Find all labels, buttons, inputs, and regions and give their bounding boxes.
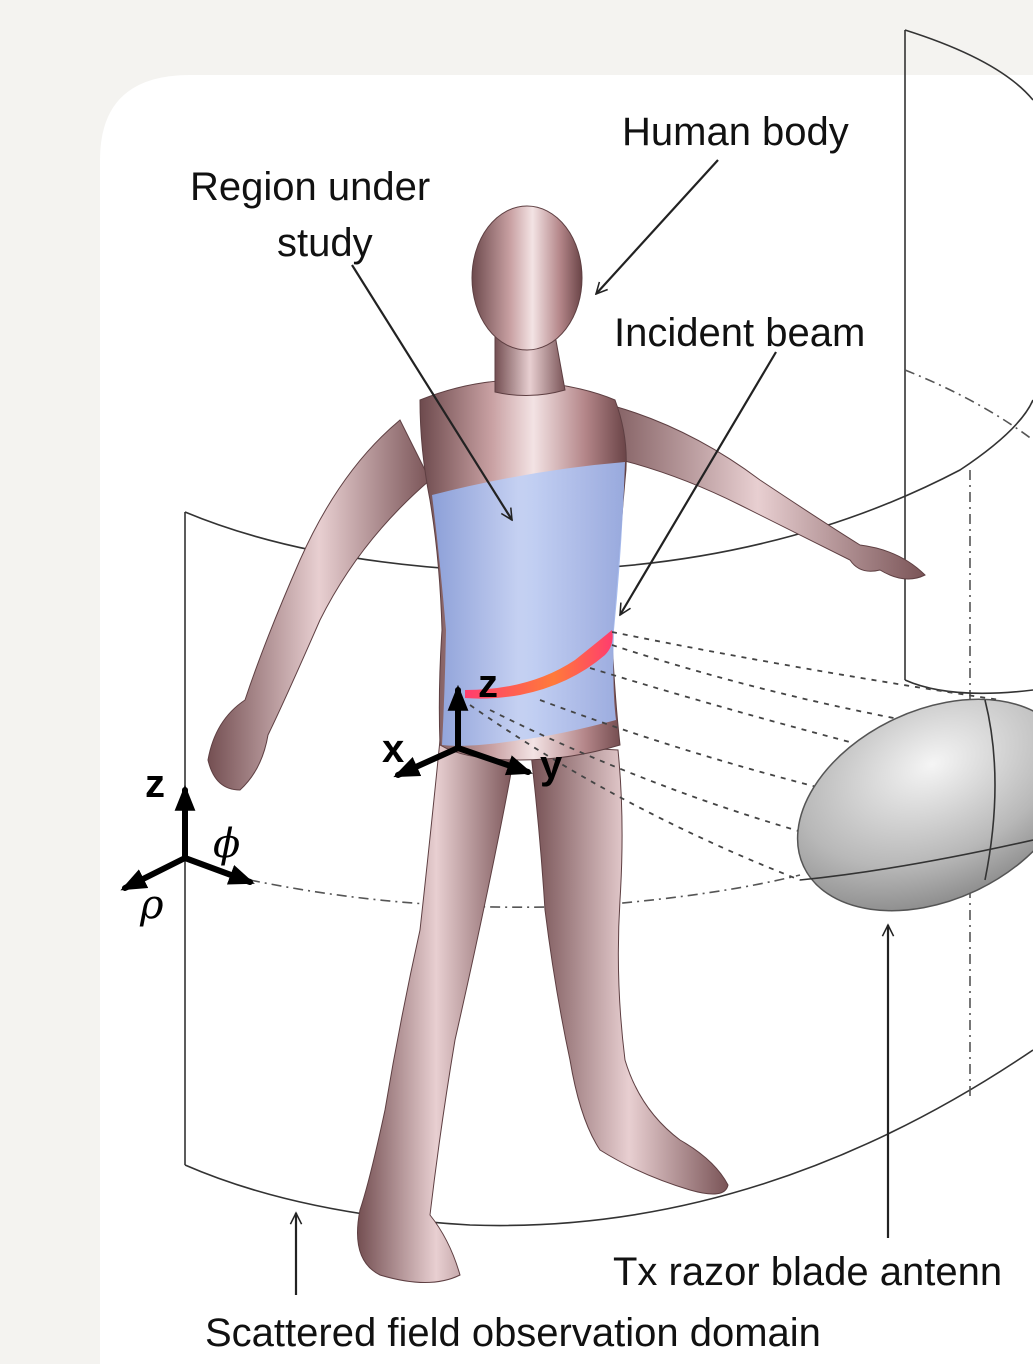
label-region-line2: study	[277, 221, 373, 265]
cyl-axis-phi-label: ϕ	[213, 821, 240, 867]
cyl-axis-z-label: z	[145, 762, 165, 806]
label-incident-beam: Incident beam	[614, 311, 865, 355]
body-axis-z-label: z	[478, 662, 498, 706]
label-observation-domain: Scattered field observation domain	[205, 1311, 821, 1355]
label-region-line1: Region under	[190, 165, 430, 209]
cyl-axis-rho-label: ρ	[139, 882, 164, 928]
label-human-body: Human body	[622, 110, 849, 154]
head	[472, 206, 582, 350]
label-tx-antenna: Tx razor blade antenn	[613, 1250, 1002, 1294]
body-axis-y-label: y	[540, 743, 563, 787]
body-axis-x-label: x	[382, 727, 404, 771]
